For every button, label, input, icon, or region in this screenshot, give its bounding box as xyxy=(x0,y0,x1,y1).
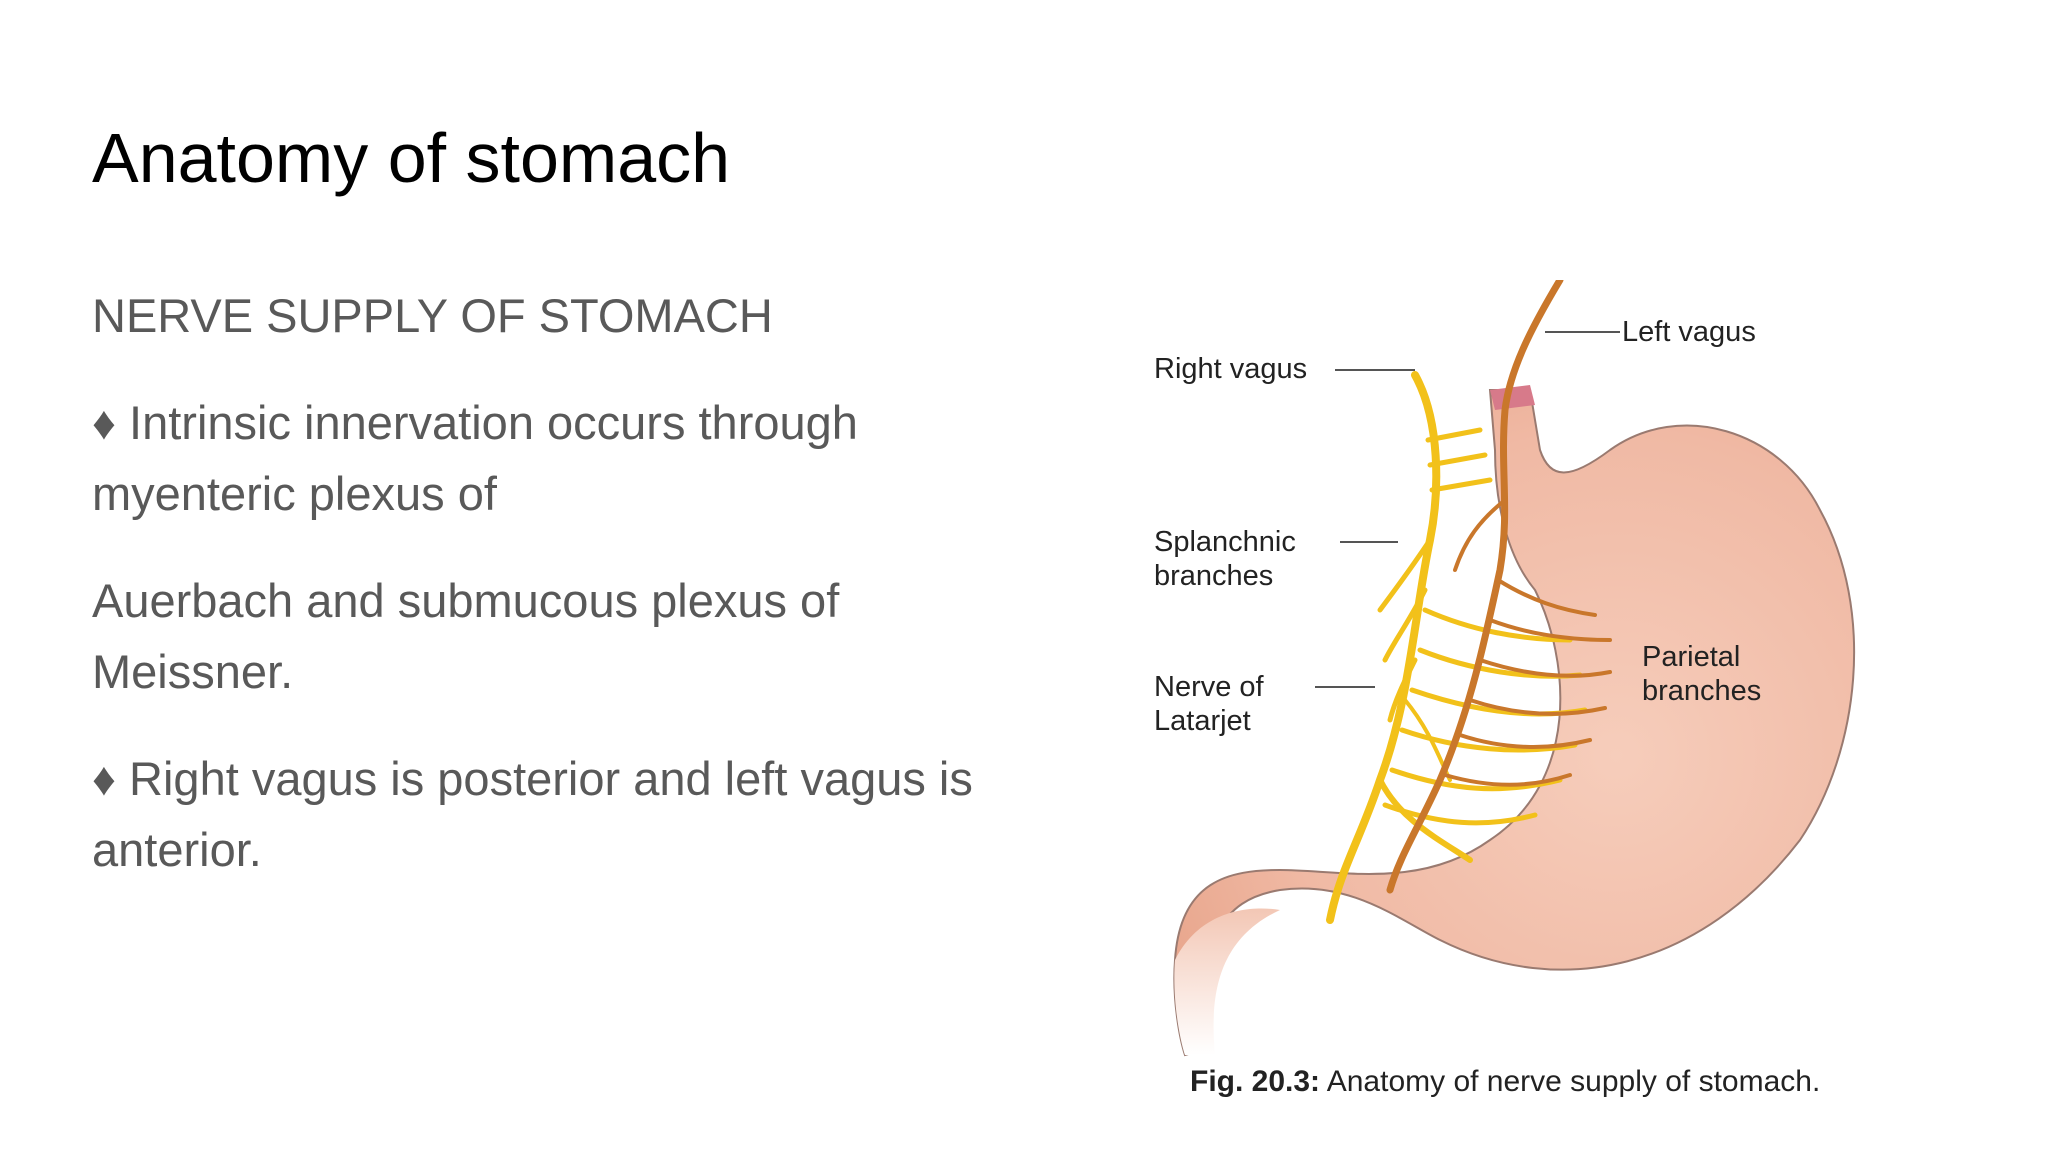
subheading: NERVE SUPPLY OF STOMACH xyxy=(92,289,773,342)
paragraph-intrinsic-innervation: ♦ Intrinsic innervation occurs through m… xyxy=(92,396,858,520)
paragraph-auerbach-meissner: Auerbach and submucous plexus of Meissne… xyxy=(92,574,840,698)
nerve-supply-figure: Left vagus Right vagus Splanchnic branch… xyxy=(1140,280,1940,1110)
duodenum xyxy=(1174,908,1280,1055)
caption-text: Anatomy of nerve supply of stomach. xyxy=(1320,1065,1821,1098)
figure-caption: Fig. 20.3: Anatomy of nerve supply of st… xyxy=(1190,1065,1820,1099)
left-vagus-nerve xyxy=(1386,280,1612,894)
caption-figure-number: Fig. 20.3: xyxy=(1190,1065,1321,1098)
stomach-nerve-diagram xyxy=(1173,280,1856,1057)
slide-title: Anatomy of stomach xyxy=(92,119,731,197)
label-splanchnic-branches: Splanchnic branches xyxy=(1154,526,1296,592)
label-right-vagus: Right vagus xyxy=(1154,353,1308,385)
label-left-vagus: Left vagus xyxy=(1622,316,1756,348)
leader-lines xyxy=(1315,331,1620,688)
label-nerve-of-latarjet: Nerve of Latarjet xyxy=(1154,671,1264,737)
slide-body: NERVE SUPPLY OF STOMACH ♦ Intrinsic inne… xyxy=(92,280,1052,921)
stomach-outline xyxy=(1173,389,1856,1057)
esophagus-cardia xyxy=(1490,385,1535,410)
paragraph-vagus-position: ♦ Right vagus is posterior and left vagu… xyxy=(92,752,973,876)
label-parietal-branches: Parietal branches xyxy=(1642,641,1762,707)
